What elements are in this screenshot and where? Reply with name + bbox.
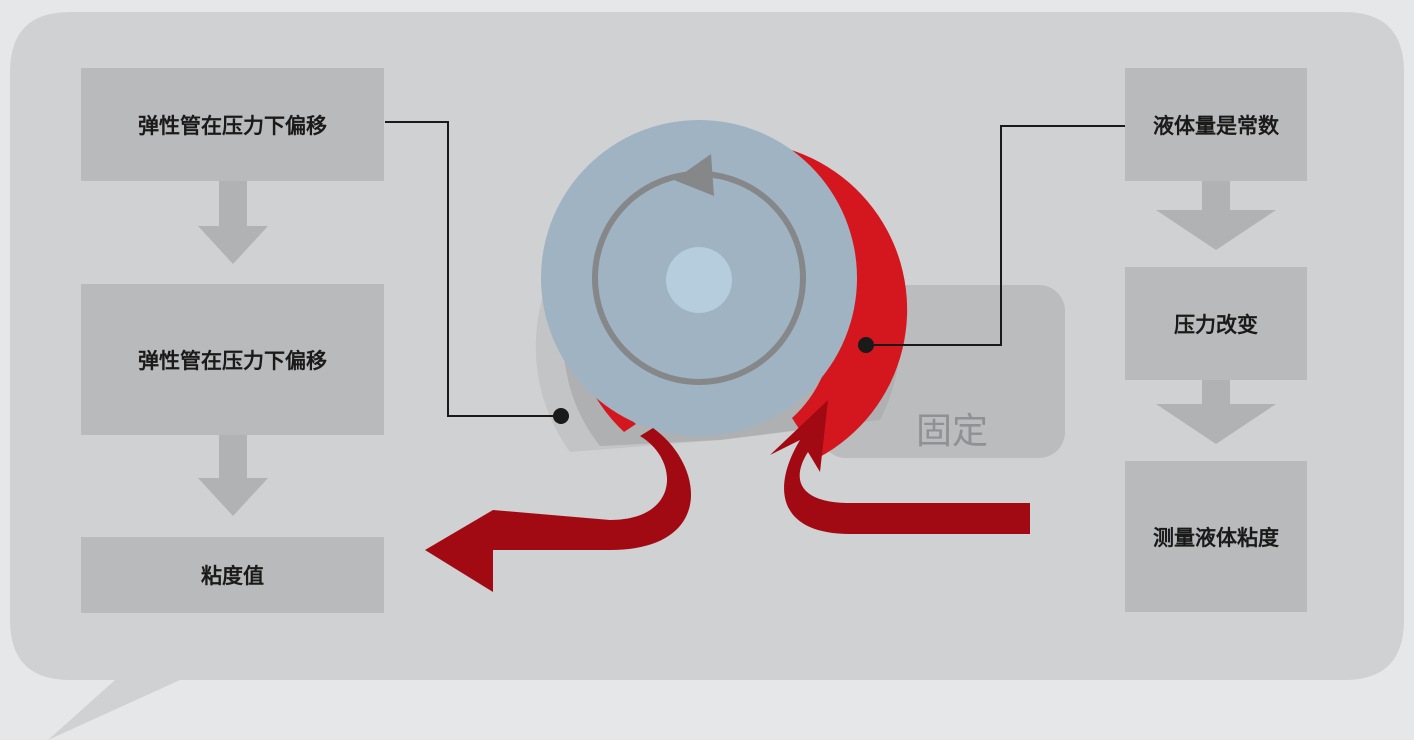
left-step-3: 粘度值 bbox=[81, 537, 384, 613]
left-step-2-label: 弹性管在压力下偏移 bbox=[138, 348, 327, 373]
connector-right bbox=[868, 125, 1125, 346]
right-down-arrow-2 bbox=[1156, 380, 1276, 444]
connector-left-dot bbox=[553, 408, 569, 424]
right-step-1-label: 液体量是常数 bbox=[1153, 113, 1279, 138]
outflow-arrow bbox=[425, 428, 692, 592]
left-step-1: 弹性管在压力下偏移 bbox=[81, 68, 384, 181]
right-step-1: 液体量是常数 bbox=[1125, 68, 1307, 181]
left-step-1-label: 弹性管在压力下偏移 bbox=[138, 113, 327, 138]
rotor-hub bbox=[666, 247, 732, 313]
inflow-arrow bbox=[770, 400, 1030, 534]
left-step-3-label: 粘度值 bbox=[201, 564, 264, 588]
connector-right-dot bbox=[858, 337, 874, 353]
rotation-arrow-icon bbox=[674, 154, 714, 196]
fixed-label: 固定 bbox=[916, 411, 989, 452]
right-step-3-label: 测量液体粘度 bbox=[1153, 525, 1279, 550]
connector-left bbox=[385, 121, 559, 417]
right-down-arrow-1 bbox=[1156, 181, 1276, 250]
left-step-2: 弹性管在压力下偏移 bbox=[81, 284, 384, 435]
right-step-2-label: 压力改变 bbox=[1174, 312, 1258, 337]
right-step-3: 测量液体粘度 bbox=[1125, 461, 1307, 612]
right-step-2: 压力改变 bbox=[1125, 267, 1307, 380]
left-down-arrow-2 bbox=[198, 435, 268, 516]
left-down-arrow-1 bbox=[198, 181, 268, 264]
